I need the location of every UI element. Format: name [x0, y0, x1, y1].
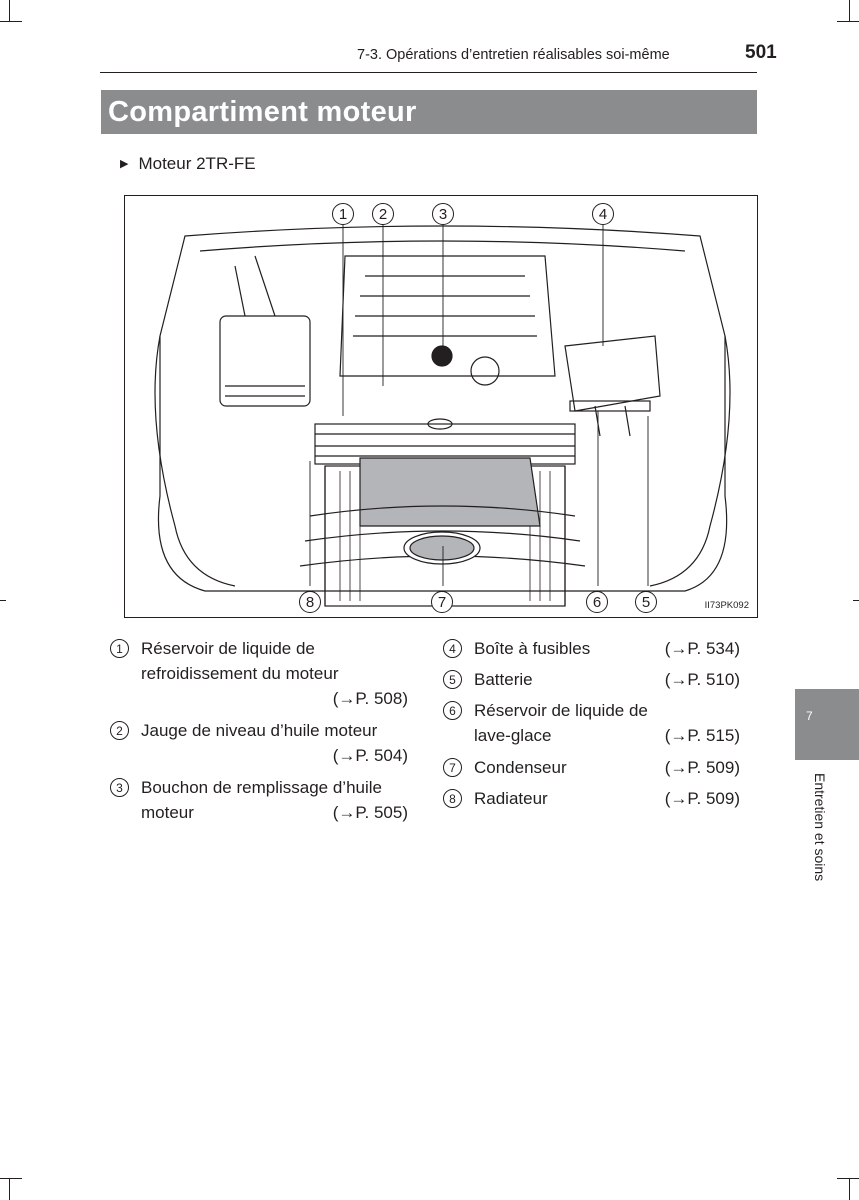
legend-number: 3 [110, 778, 129, 797]
legend-text: Réservoir de liquide de [474, 701, 648, 720]
callout-6: 6 [586, 591, 608, 613]
legend-text: Radiateur [474, 789, 548, 808]
header-section-title: 7-3. Opérations d’entretien réalisables … [357, 47, 670, 63]
crop-mark [0, 1178, 22, 1179]
legend-text: Boîte à fusibles [474, 639, 591, 658]
legend-ref: (→P. 504) [332, 746, 408, 765]
crop-mark [0, 600, 6, 601]
triangle-bullet-icon: ▶ [120, 158, 129, 170]
crop-mark [853, 600, 859, 601]
callout-4: 4 [592, 203, 614, 225]
legend-number: 4 [443, 639, 462, 658]
legend-item-4: 4 Boîte à fusibles (→P. 534) [443, 636, 740, 664]
legend-item-1: 1 Réservoir de liquide de refroidissemen… [110, 636, 408, 716]
legend-text: lave-glace [474, 726, 552, 745]
callout-5: 5 [635, 591, 657, 613]
legend-item-3: 3 Bouchon de remplissage d’huile moteur … [110, 775, 408, 829]
page-number: 501 [745, 42, 777, 63]
legend-text: Réservoir de liquide de [141, 639, 315, 658]
legend-number: 8 [443, 789, 462, 808]
legend-ref: (→P. 508) [332, 689, 408, 708]
legend-ref: (→P. 534) [664, 639, 740, 658]
legend-number: 7 [443, 758, 462, 777]
legend-item-5: 5 Batterie (→P. 510) [443, 667, 740, 695]
chapter-number: 7 [806, 709, 813, 723]
legend-ref: (→P. 509) [664, 758, 740, 777]
crop-mark [849, 1178, 850, 1200]
callout-1: 1 [332, 203, 354, 225]
figure-code: II73PK092 [704, 600, 749, 611]
legend-item-8: 8 Radiateur (→P. 509) [443, 786, 740, 814]
legend-text: Jauge de niveau d’huile moteur [141, 721, 378, 740]
crop-mark [9, 1178, 10, 1200]
engine-compartment-figure: 1 2 3 4 5 6 7 8 II73PK092 [124, 195, 758, 618]
crop-mark [0, 21, 22, 22]
legend-ref: (→P. 515) [664, 726, 740, 745]
chapter-tab: 7 [795, 689, 859, 760]
legend-text: Condenseur [474, 758, 567, 777]
crop-mark [9, 0, 10, 22]
legend-number: 5 [443, 670, 462, 689]
crop-mark [837, 1178, 859, 1179]
page-title: Compartiment moteur [101, 90, 757, 134]
legend-item-7: 7 Condenseur (→P. 509) [443, 755, 740, 783]
legend-ref: (→P. 510) [664, 670, 740, 689]
legend-text: Batterie [474, 670, 533, 689]
legend-number: 1 [110, 639, 129, 658]
callout-7: 7 [431, 591, 453, 613]
legend-ref: (→P. 509) [664, 789, 740, 808]
legend-number: 2 [110, 721, 129, 740]
legend-text: Bouchon de remplissage d’huile [141, 778, 382, 797]
chapter-label: Entretien et soins [812, 773, 828, 882]
subheading-text: Moteur 2TR-FE [138, 154, 256, 173]
legend-item-2: 2 Jauge de niveau d’huile moteur (→P. 50… [110, 718, 408, 772]
legend-number: 6 [443, 701, 462, 720]
legend-ref: (→P. 505) [332, 803, 408, 822]
callout-8: 8 [299, 591, 321, 613]
header-rule [100, 72, 757, 73]
subheading: ▶ Moteur 2TR-FE [120, 154, 256, 174]
legend-text: refroidissement du moteur [141, 664, 339, 683]
crop-mark [837, 21, 859, 22]
callout-2: 2 [372, 203, 394, 225]
engine-illustration [154, 224, 731, 607]
legend-item-6: 6 Réservoir de liquide de lave-glace (→P… [443, 698, 740, 752]
callout-3: 3 [432, 203, 454, 225]
legend-text: moteur [141, 803, 194, 822]
crop-mark [849, 0, 850, 22]
